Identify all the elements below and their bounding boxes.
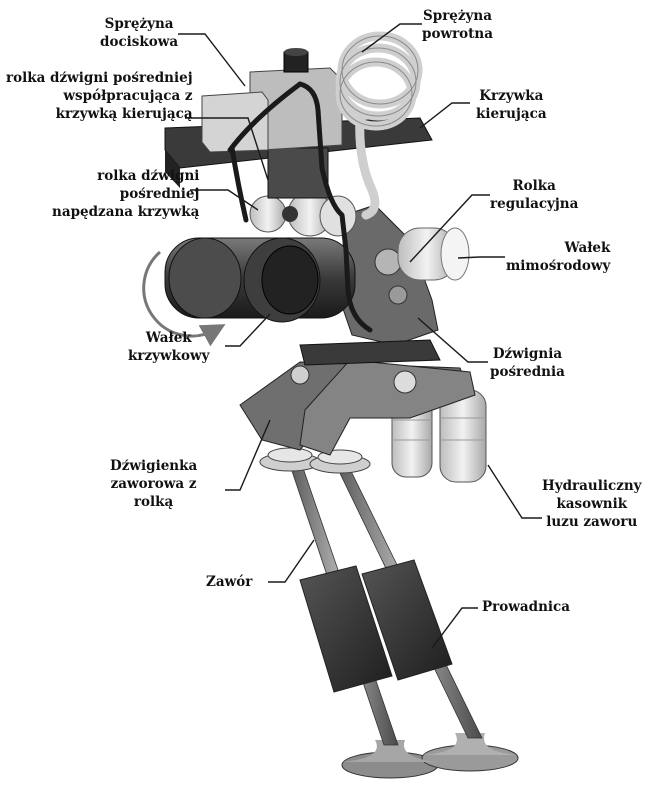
valve-heads [342,733,518,778]
label-sprezyna-dociskowa: Sprężyna dociskowa [100,16,178,52]
leader-zawor [268,540,314,582]
leader-krzywka-kierujaca [420,103,470,128]
label-dzwigienka-zaworowa: Dźwigienka zaworowa z rolką [110,458,197,511]
label-rolka-napedzana: rolka dźwigni pośredniej napędzana krzyw… [52,168,199,221]
leader-walek-krzywkowy [225,314,270,346]
label-rolka-regulacyjna: Rolka regulacyjna [490,178,578,214]
label-prowadnica: Prowadnica [482,599,570,617]
camshaft [144,238,355,336]
leader-rolka-napedzana [190,190,258,210]
label-sprezyna-powrotna: Sprężyna powrotna [422,8,493,44]
leader-walek-mimosrodowy [458,257,505,258]
label-walek-krzywkowy: Wałek krzywkowy [128,330,209,366]
label-hydrauliczny-kasownik: Hydrauliczny kasownik luzu zaworu [542,478,642,531]
valve-guides [300,560,452,692]
label-krzywka-kierujaca: Krzywka kierująca [476,88,547,124]
label-rolka-wspolpracujaca: rolka dźwigni pośredniej współpracująca … [6,70,193,123]
label-zawor: Zawór [206,574,252,592]
label-dzwignia-posrednia: Dźwignia pośrednia [490,346,565,382]
leader-hydrauliczny-kasownik [488,465,542,518]
label-walek-mimosrodowy: Wałek mimośrodowy [506,240,610,276]
valve-collars [260,448,370,473]
